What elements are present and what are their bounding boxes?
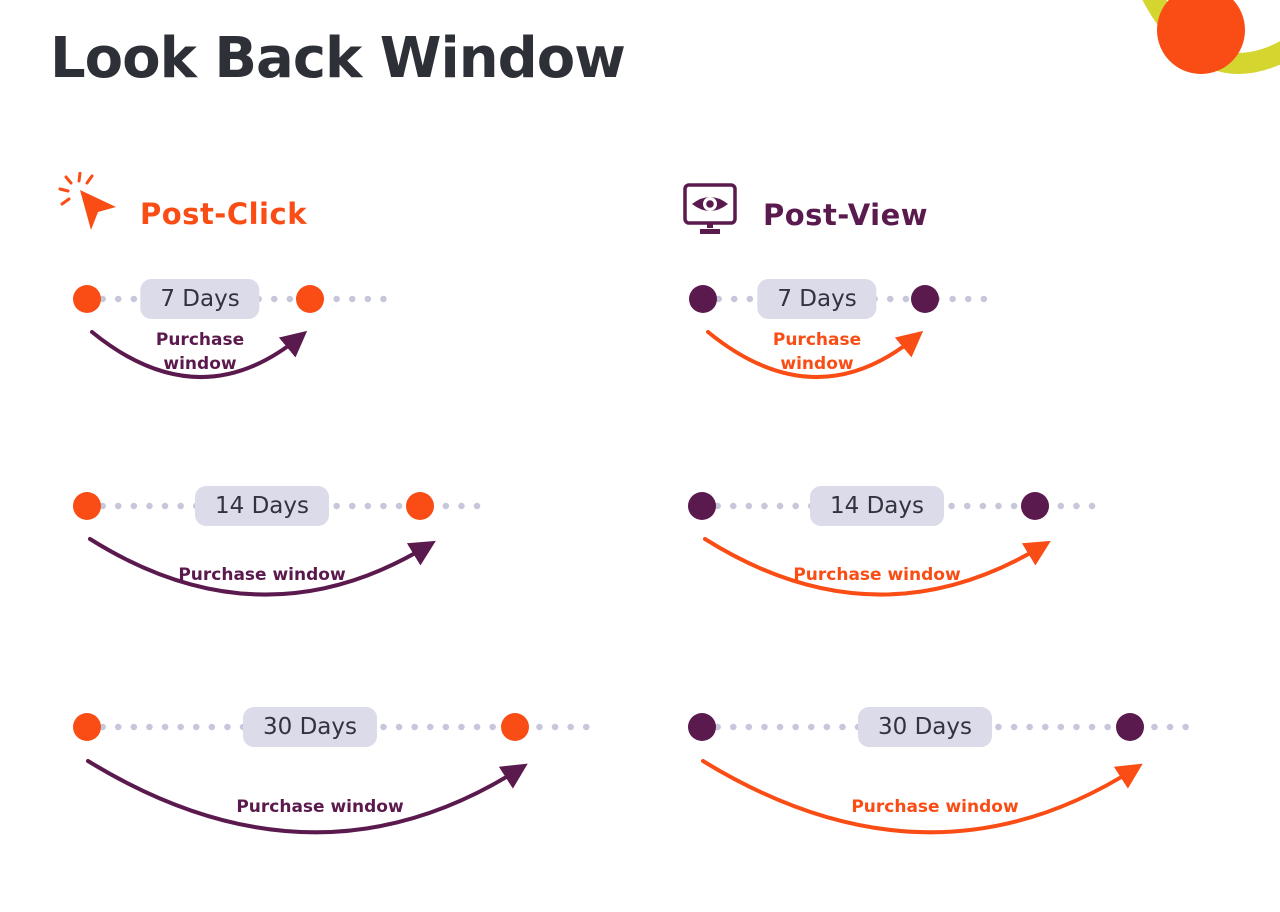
purchase-window-arrow	[88, 537, 436, 597]
timeline-end-dot	[501, 713, 529, 741]
duration-badge: 7 Days	[757, 279, 877, 319]
purchase-window-label: Purchase window	[772, 330, 862, 374]
timeline-start-dot	[73, 713, 101, 741]
purchase-window-label: Purchase window	[851, 797, 1019, 817]
timeline-post-click-14-days: 14 Days Purchase window	[60, 475, 500, 625]
duration-badge: 14 Days	[195, 486, 329, 526]
post-view-header: Post-View	[763, 198, 929, 232]
timeline-start-dot	[688, 713, 716, 741]
timeline-post-view-7-days: 7 Days Purchase window	[675, 270, 1015, 405]
duration-badge: 30 Days	[243, 707, 377, 747]
orange-ball	[1157, 0, 1245, 74]
post-click-header: Post-Click	[140, 197, 307, 231]
click-cursor-icon	[58, 172, 116, 230]
timeline-end-dot	[1021, 492, 1049, 520]
purchase-window-label: Purchase window	[236, 797, 404, 817]
duration-badge: 7 Days	[140, 279, 260, 319]
timeline-post-view-30-days: 30 Days Purchase window	[675, 695, 1225, 860]
timeline-start-dot	[689, 285, 717, 313]
timeline-start-dot	[73, 492, 101, 520]
timeline-end-dot	[296, 285, 324, 313]
purchase-window-label: Purchase window	[178, 565, 346, 585]
purchase-window-arrow	[86, 759, 528, 835]
purchase-window-label: Purchase window	[793, 565, 961, 585]
duration-badge: 14 Days	[810, 486, 944, 526]
purchase-window-arrow	[706, 330, 924, 379]
timeline-end-dot	[1116, 713, 1144, 741]
corner-decoration	[1142, 0, 1280, 74]
purchase-window-arrow	[90, 330, 308, 379]
purchase-window-label: Purchase window	[155, 330, 245, 374]
timeline-post-view-14-days: 14 Days Purchase window	[675, 475, 1115, 625]
timeline-end-dot	[406, 492, 434, 520]
purchase-window-arrow	[703, 537, 1051, 597]
timeline-start-dot	[73, 285, 101, 313]
monitor-eye-icon	[683, 183, 737, 234]
duration-badge: 30 Days	[858, 707, 992, 747]
timeline-post-click-30-days: 30 Days Purchase window	[60, 695, 610, 860]
page-title: Look Back Window	[50, 26, 626, 91]
timeline-start-dot	[688, 492, 716, 520]
timeline-end-dot	[911, 285, 939, 313]
purchase-window-arrow	[701, 759, 1143, 835]
timeline-post-click-7-days: 7 Days Purchase window	[60, 270, 400, 405]
